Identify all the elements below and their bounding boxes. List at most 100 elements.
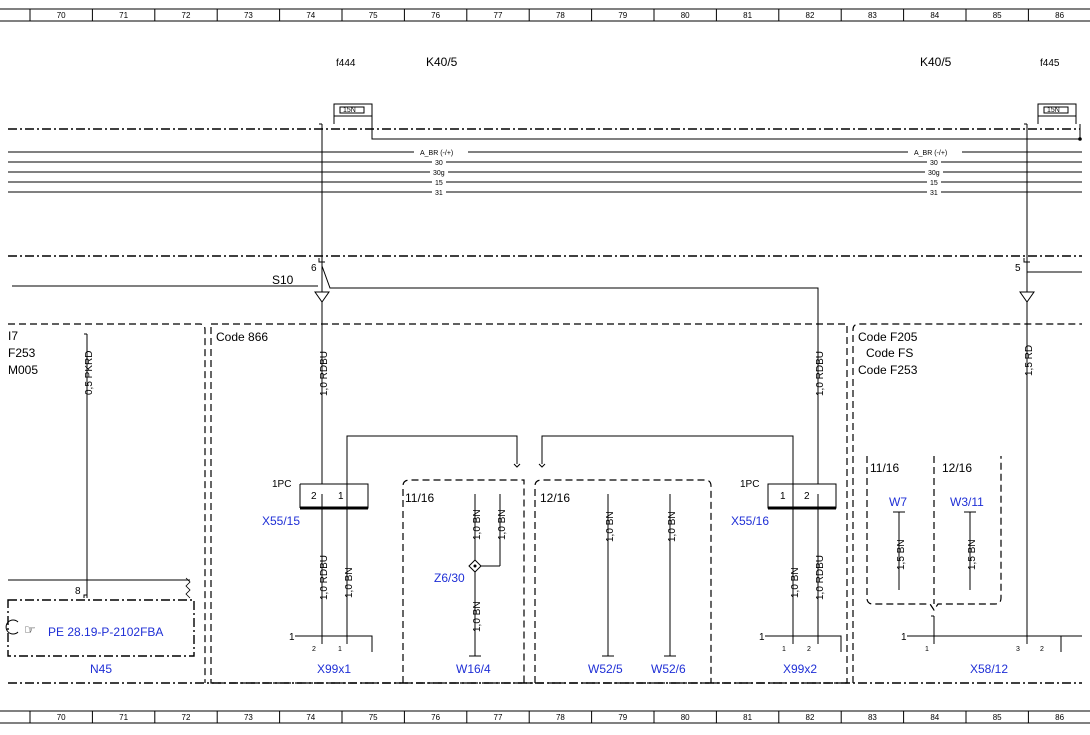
w7-label[interactable]: W7 (889, 495, 907, 509)
z6-30-label[interactable]: Z6/30 (434, 571, 465, 585)
pin-6-label: 6 (311, 263, 317, 274)
bus-label-15: 15 (435, 180, 443, 187)
top-ruler-cell-78: 78 (556, 11, 565, 20)
ref-12-16-left: 12/16 (540, 491, 570, 505)
x55-16-pin-2: 2 (804, 491, 810, 502)
ground-arrow-right (1019, 291, 1035, 303)
x58-pin-3: 3 (1016, 646, 1020, 653)
top-ruler-cell-84: 84 (930, 11, 939, 20)
n45-box-border (8, 323, 206, 683)
x99x2-pin-1: 1 (782, 646, 786, 653)
code-f205-label: Code F205 (858, 330, 918, 344)
x99x1-label[interactable]: X99x1 (317, 662, 351, 676)
n45-wire-label: 0,5 PKRD (84, 351, 95, 395)
fuse-f444-symbol: 15N (333, 103, 373, 124)
x99x2-connector (765, 635, 842, 652)
x55-15-pc-label: 1PC (272, 479, 291, 490)
code-866-label: Code 866 (216, 330, 268, 344)
fuse-f445-rating: 15N (1047, 107, 1060, 114)
x55-16-label[interactable]: X55/16 (731, 514, 769, 528)
top-ruler (0, 8, 1090, 22)
bus-lines (8, 151, 1082, 193)
bus-labels-right: A_BR (-/+) 30 30g 15 31 (908, 148, 962, 197)
n45-code-line2: F253 (8, 346, 36, 360)
x55-16-pc-label: 1PC (740, 479, 759, 490)
top-ruler-cell-82: 82 (806, 11, 815, 20)
fuse-feed-line (371, 124, 1080, 140)
n45-code-line3: M005 (8, 363, 38, 377)
bus-label-abr-right: A_BR (-/+) (914, 150, 947, 157)
bus-label-30g-right: 30g (928, 170, 940, 177)
bottom-ruler-cell-77: 77 (494, 713, 503, 722)
top-ruler-cell-85: 85 (993, 11, 1002, 20)
x58-pin-1: 1 (925, 646, 929, 653)
w52-6-label[interactable]: W52/6 (651, 662, 686, 676)
x55-15-pin-2: 2 (311, 491, 317, 502)
pointing-hand-icon: ☞ (24, 622, 36, 637)
ref-11-16-right: 11/16 (870, 461, 899, 475)
bottom-ruler-cell-72: 72 (182, 713, 191, 722)
w7-w3-group-box (866, 456, 1002, 612)
x99x2-pin-1-left: 1 (759, 632, 765, 643)
w3-wire-label: 1,5 BN (967, 539, 978, 570)
bus-label-30g: 30g (433, 170, 445, 177)
x55-15-wire-a: 1,0 RDBU (319, 555, 330, 600)
bottom-ruler-cell-76: 76 (431, 713, 440, 722)
x58-12-label[interactable]: X58/12 (970, 662, 1008, 676)
x55-16-pin-1: 1 (780, 491, 786, 502)
bottom-ruler-cell-83: 83 (868, 713, 877, 722)
w52-5-wire: 1,0 BN (605, 511, 616, 542)
bus-label-15-right: 15 (930, 180, 938, 187)
w52-5-label[interactable]: W52/5 (588, 662, 623, 676)
bottom-ruler (0, 710, 1090, 724)
x55-15-label[interactable]: X55/15 (262, 514, 300, 528)
w7-wire-label: 1,5 BN (896, 539, 907, 570)
n45-document-reference[interactable]: PE 28.19-P-2102FBA (48, 625, 163, 639)
x99x2-label[interactable]: X99x2 (783, 662, 817, 676)
bottom-ruler-cell-78: 78 (556, 713, 565, 722)
x99x1-pin-2: 2 (312, 646, 316, 653)
fuse-f445-symbol: 15N (1037, 103, 1077, 124)
bus-label-31-right: 31 (930, 190, 938, 197)
ref-11-16-left: 11/16 (405, 491, 434, 505)
x55-16-wire-a: 1,0 BN (790, 567, 801, 598)
x99x1-pin-1-left: 1 (289, 632, 295, 643)
pin-5-label: 5 (1015, 263, 1021, 274)
top-ruler-cell-86: 86 (1055, 11, 1064, 20)
n45-component-label[interactable]: N45 (90, 662, 112, 676)
bottom-ruler-cell-85: 85 (993, 713, 1002, 722)
cross-wire-right (541, 435, 794, 494)
w16-wire-b: 1,0 BN (497, 509, 508, 540)
fuse-f445-label: f445 (1040, 58, 1060, 69)
bottom-ruler-cell-82: 82 (806, 713, 815, 722)
fuse-f444-rating: 15N (343, 107, 356, 114)
x55-16-connector (767, 483, 837, 509)
splice-s10-label: S10 (272, 273, 294, 287)
bottom-ruler-cell-70: 70 (57, 713, 66, 722)
n45-pin-8: 8 (75, 586, 81, 597)
code-f205-box (852, 323, 1082, 683)
relay-left-label: K40/5 (426, 55, 458, 69)
top-ruler-cell-70: 70 (57, 11, 66, 20)
cross-wire-left (346, 435, 518, 494)
left-main-wire-label: 1,0 RDBU (319, 351, 330, 396)
bus-label-30-right: 30 (930, 160, 938, 167)
top-ruler-cell-76: 76 (431, 11, 440, 20)
bottom-ruler-cell-84: 84 (930, 713, 939, 722)
x99x2-pin-2: 2 (807, 646, 811, 653)
bus-labels-left: A_BR (-/+) 30 30g 15 31 (414, 148, 468, 197)
x58-pin-2: 2 (1040, 646, 1044, 653)
code-f253-label: Code F253 (858, 363, 918, 377)
x58-pin-1-left: 1 (901, 632, 907, 643)
fuse-f444-label: f444 (336, 58, 356, 69)
bottom-ruler-cell-79: 79 (618, 713, 627, 722)
w52-6-wire: 1,0 BN (667, 511, 678, 542)
top-ruler-cell-75: 75 (369, 11, 378, 20)
top-ruler-cell-72: 72 (182, 11, 191, 20)
bus-label-30: 30 (435, 160, 443, 167)
w16-4-label[interactable]: W16/4 (456, 662, 491, 676)
w3-11-label[interactable]: W3/11 (950, 495, 984, 509)
